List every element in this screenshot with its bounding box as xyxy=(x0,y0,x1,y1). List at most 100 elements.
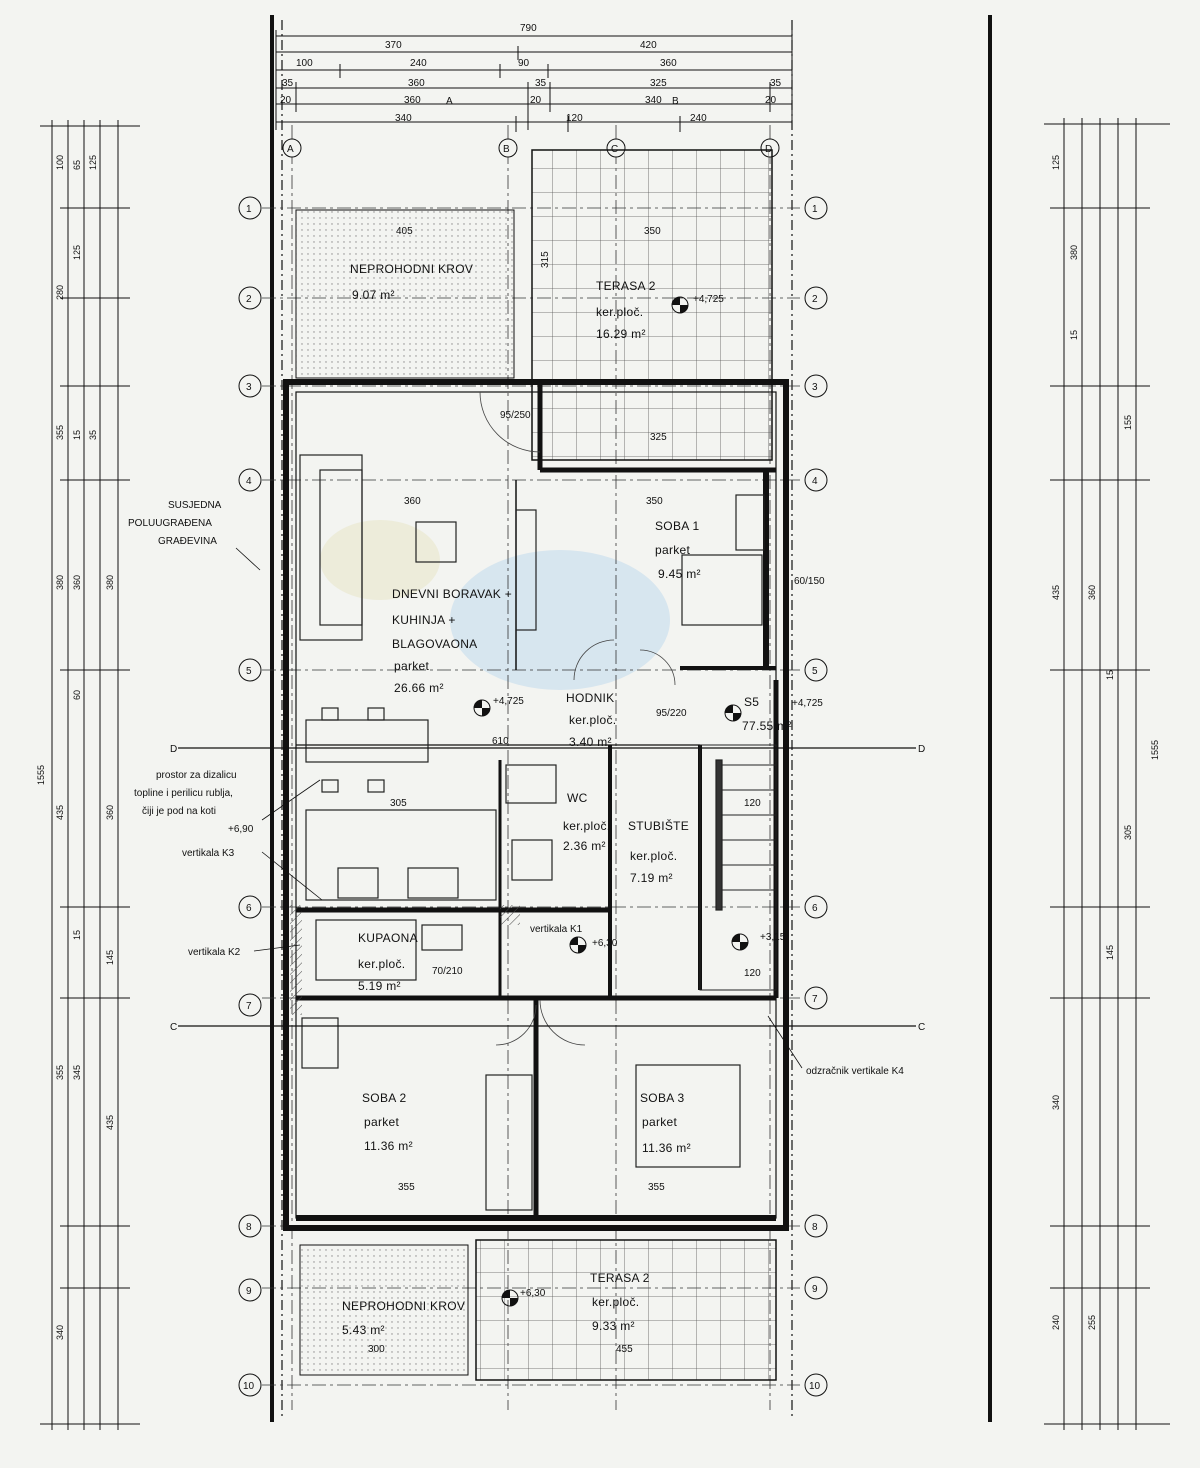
dim-label: 240 xyxy=(690,113,707,124)
room-name: STUBIŠTE xyxy=(628,818,689,833)
dim-label: 610 xyxy=(492,736,509,747)
dim-label: 370 xyxy=(385,40,402,51)
room-area: 3.40 m² xyxy=(569,735,612,749)
axis-label-b: B xyxy=(672,96,679,107)
axis-label-7: 7 xyxy=(246,1001,252,1012)
roof-top-area xyxy=(295,209,515,379)
staircase xyxy=(699,744,777,991)
photo-glare xyxy=(450,550,670,690)
left-dimension-lines xyxy=(40,120,140,1430)
terrace-top-area xyxy=(531,149,773,461)
dim-label: 435 xyxy=(55,805,65,820)
dim-label: 35 xyxy=(770,78,782,89)
dim-label: 380 xyxy=(55,575,65,590)
dim-label: 405 xyxy=(396,226,413,237)
dim-label: 100 xyxy=(55,155,65,170)
room-area: 7.19 m² xyxy=(630,871,673,885)
dim-label: 340 xyxy=(645,95,662,106)
dim-label: 360 xyxy=(660,58,677,69)
vertical-shaft-k1 xyxy=(500,905,520,925)
room-area: 16.29 m² xyxy=(596,327,646,341)
room-finish: ker.ploč. xyxy=(358,957,405,971)
right-dimension-lines xyxy=(1044,118,1170,1430)
dim-label: 325 xyxy=(650,78,667,89)
top-dimension-text: 790 370 420 100 240 90 360 35 360 35 325… xyxy=(280,23,782,124)
dim-label: 340 xyxy=(395,113,412,124)
room-finish: ker.ploč. xyxy=(569,713,616,727)
axis-label-4: 4 xyxy=(246,476,252,487)
room-finish: ker.ploč. xyxy=(563,819,610,833)
room-name: KUPAONA xyxy=(358,931,418,945)
room-area: 2.36 m² xyxy=(563,839,606,853)
dim-label: 100 xyxy=(296,58,313,69)
axis-label-3: 3 xyxy=(812,382,818,393)
level-terrace-top: +4,725 xyxy=(693,294,724,305)
terrace-bottom-area xyxy=(475,1239,777,1381)
dim-label: 340 xyxy=(1051,1095,1061,1110)
section-lines xyxy=(178,747,916,1027)
note-vertical-k1: vertikala K1 xyxy=(530,924,583,935)
dim-label: 125 xyxy=(88,155,98,170)
dim-label: 435 xyxy=(1051,585,1061,600)
note-heat-pump: +6,90 xyxy=(228,824,254,835)
room-finish: parket xyxy=(394,659,430,673)
inner-dimensions: 405 350 315 325 360 350 60/150 95/250 95… xyxy=(368,226,825,1355)
axis-label-5: 5 xyxy=(246,666,252,677)
note-vent-k4: odzračnik vertikale K4 xyxy=(806,1066,904,1077)
dim-label: 35 xyxy=(535,78,547,89)
dim-label: 360 xyxy=(72,575,82,590)
dim-label: 125 xyxy=(72,245,82,260)
dim-label: 300 xyxy=(368,1344,385,1355)
room-area: 5.43 m² xyxy=(342,1323,385,1337)
washing-machine xyxy=(505,764,557,804)
dim-label: 120 xyxy=(566,113,583,124)
right-dimension-text: 1555 125 435 340 240 15 380 360 255 145 … xyxy=(1051,155,1160,1330)
room-name: SOBA 3 xyxy=(640,1091,685,1105)
room-name: SOBA 2 xyxy=(362,1091,407,1105)
dim-label: 350 xyxy=(646,496,663,507)
photo-glare xyxy=(320,520,440,600)
dim-label: 380 xyxy=(1069,245,1079,260)
row-axis-bubbles: 1 1 2 2 3 3 4 4 5 5 6 6 7 7 8 8 9 9 10 1… xyxy=(238,196,828,1397)
dim-left-total: 1555 xyxy=(36,765,46,785)
axis-label-2: 2 xyxy=(246,294,252,305)
dim-label: 20 xyxy=(280,95,292,106)
dim-label: 15 xyxy=(72,430,82,440)
room-finish: parket xyxy=(642,1115,678,1129)
furniture xyxy=(299,454,765,1211)
level-stair: +3,15 xyxy=(760,932,786,943)
dim-label: 15 xyxy=(1069,330,1079,340)
dim-label: 65 xyxy=(72,160,82,170)
dim-label: 240 xyxy=(410,58,427,69)
dim-label: 20 xyxy=(530,95,542,106)
dining-table xyxy=(305,719,429,763)
section-mark-d-left: D xyxy=(170,744,177,755)
column-axes: A B C D A B xyxy=(282,96,780,1410)
wardrobe-soba2 xyxy=(485,1074,533,1211)
room-area: 5.19 m² xyxy=(358,979,401,993)
axis-label-2: 2 xyxy=(812,294,818,305)
dim-label: 355 xyxy=(648,1182,665,1193)
dim-label: 355 xyxy=(55,1065,65,1080)
room-area: 11.36 m² xyxy=(642,1141,691,1155)
axis-label-5: 5 xyxy=(812,666,818,677)
level-bathroom: +6,30 xyxy=(592,938,618,949)
section-mark-c-left: C xyxy=(170,1022,177,1033)
axis-label-4: 4 xyxy=(812,476,818,487)
dim-label: 15 xyxy=(1105,670,1115,680)
bathtub xyxy=(315,919,417,981)
note-vertical-k3: vertikala K3 xyxy=(182,848,235,859)
room-area: 9.07 m² xyxy=(352,288,395,302)
dim-label: 125 xyxy=(1051,155,1061,170)
level-living: +4,725 xyxy=(493,696,524,707)
room-finish: parket xyxy=(655,543,691,557)
room-labels: NEPROHODNI KROV 9.07 m² TERASA 2 ker.plo… xyxy=(342,262,791,1337)
room-name: WC xyxy=(567,791,588,805)
room-name: SOBA 1 xyxy=(655,519,700,533)
dim-label: 145 xyxy=(105,950,115,965)
dim-label: 360 xyxy=(105,805,115,820)
axis-label-1: 1 xyxy=(812,204,818,215)
dim-label: 35 xyxy=(282,78,294,89)
room-finish: ker.ploč. xyxy=(630,849,677,863)
dim-label: 360 xyxy=(1087,585,1097,600)
